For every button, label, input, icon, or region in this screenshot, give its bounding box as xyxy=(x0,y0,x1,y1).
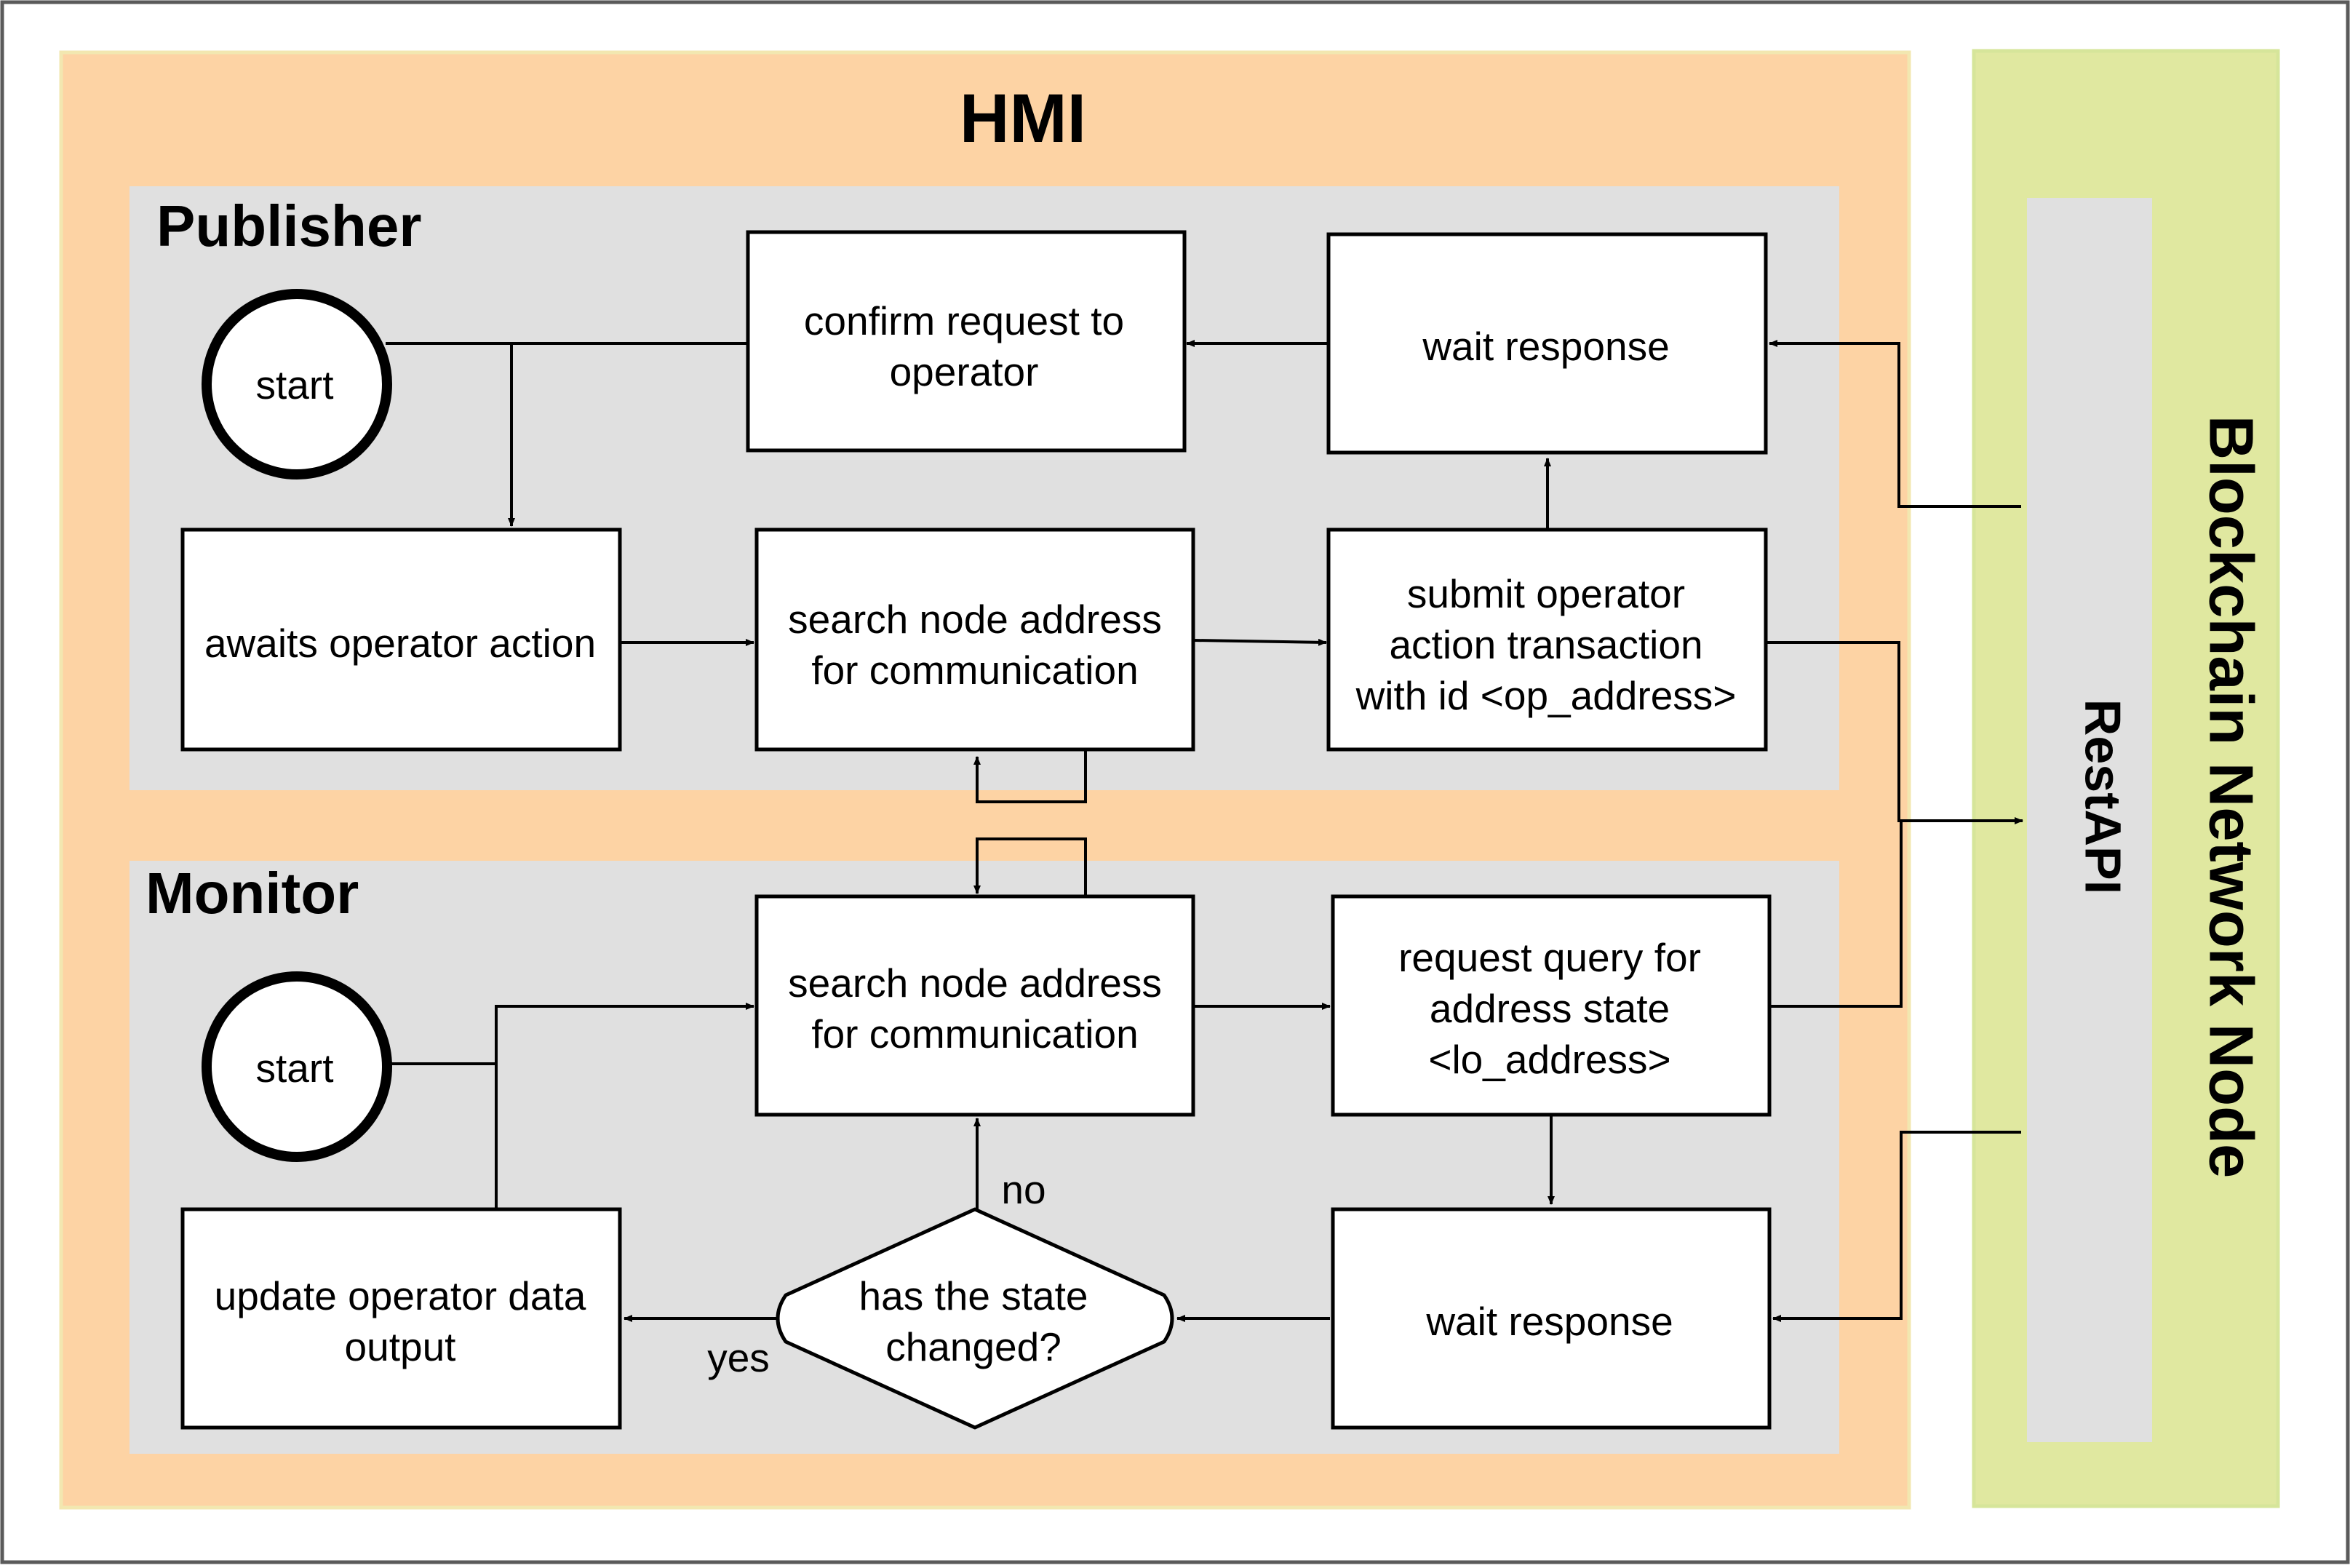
decision-line-2: changed? xyxy=(885,1324,1062,1369)
publisher-title: Publisher xyxy=(156,194,422,258)
decision-line-1: has the state xyxy=(859,1273,1088,1318)
update-operator-output-line-1: update operator data xyxy=(215,1273,586,1318)
edge-publisher-search-loop xyxy=(973,749,1087,803)
monitor-search-node: search node address for communication xyxy=(754,894,1195,1117)
request-query-line-2: address state xyxy=(1430,986,1670,1031)
edge-to-monitor-search xyxy=(495,1003,754,1064)
blockchain-node-title: Blockchain Network Node xyxy=(2196,415,2266,1179)
edge-search-to-submit xyxy=(1192,638,1327,646)
edge-restapi-to-monitor-wait xyxy=(1772,1131,2021,1322)
monitor-start-node: start xyxy=(202,971,392,1162)
monitor-start-label: start xyxy=(256,1046,334,1091)
edge-submit-to-restapi xyxy=(1766,641,2023,824)
publisher-start-label: start xyxy=(256,362,334,407)
publisher-search-line-1: search node address xyxy=(788,597,1162,642)
publisher-wait-response-label: wait response xyxy=(1422,324,1669,369)
publisher-search-node: search node address for communication xyxy=(754,528,1195,752)
submit-transaction-line-2: action transaction xyxy=(1389,622,1702,667)
publisher-wait-response-node: wait response xyxy=(1326,232,1768,455)
state-changed-decision: has the state changed? xyxy=(776,1207,1174,1430)
restapi-label: RestAPI xyxy=(2075,699,2132,894)
submit-transaction-line-1: submit operator xyxy=(1407,571,1685,616)
edge-request-to-restapi xyxy=(1769,821,1903,1008)
monitor-title: Monitor xyxy=(146,861,359,926)
edge-restapi-to-publisher-wait xyxy=(1769,340,2021,508)
confirm-request-line-1: confirm request to xyxy=(804,298,1124,343)
yes-label: yes xyxy=(707,1335,770,1380)
awaits-operator-action-label: awaits operator action xyxy=(204,621,596,666)
publisher-start-node: start xyxy=(202,289,392,479)
publisher-search-line-2: for communication xyxy=(811,648,1138,693)
request-query-node: request query for address state <lo_addr… xyxy=(1331,894,1772,1117)
no-label: no xyxy=(1001,1167,1045,1212)
monitor-wait-response-node: wait response xyxy=(1331,1207,1772,1430)
update-operator-output-node: update operator data output xyxy=(180,1207,622,1430)
monitor-search-line-1: search node address xyxy=(788,960,1162,1006)
submit-transaction-line-3: with id <op_address> xyxy=(1355,673,1737,718)
edge-monitor-search-loop xyxy=(973,837,1087,895)
restapi-panel xyxy=(2027,198,2152,1442)
request-query-line-3: <lo_address> xyxy=(1428,1037,1670,1082)
request-query-line-1: request query for xyxy=(1398,935,1701,980)
confirm-request-node: confirm request to operator xyxy=(746,230,1187,453)
hmi-title: HMI xyxy=(960,80,1086,157)
confirm-request-line-2: operator xyxy=(890,349,1039,394)
awaits-operator-action-node: awaits operator action xyxy=(180,528,622,752)
monitor-search-line-2: for communication xyxy=(811,1011,1138,1056)
monitor-wait-response-label: wait response xyxy=(1425,1299,1673,1344)
submit-transaction-node: submit operator action transaction with … xyxy=(1326,528,1768,752)
update-operator-output-line-2: output xyxy=(345,1324,456,1369)
